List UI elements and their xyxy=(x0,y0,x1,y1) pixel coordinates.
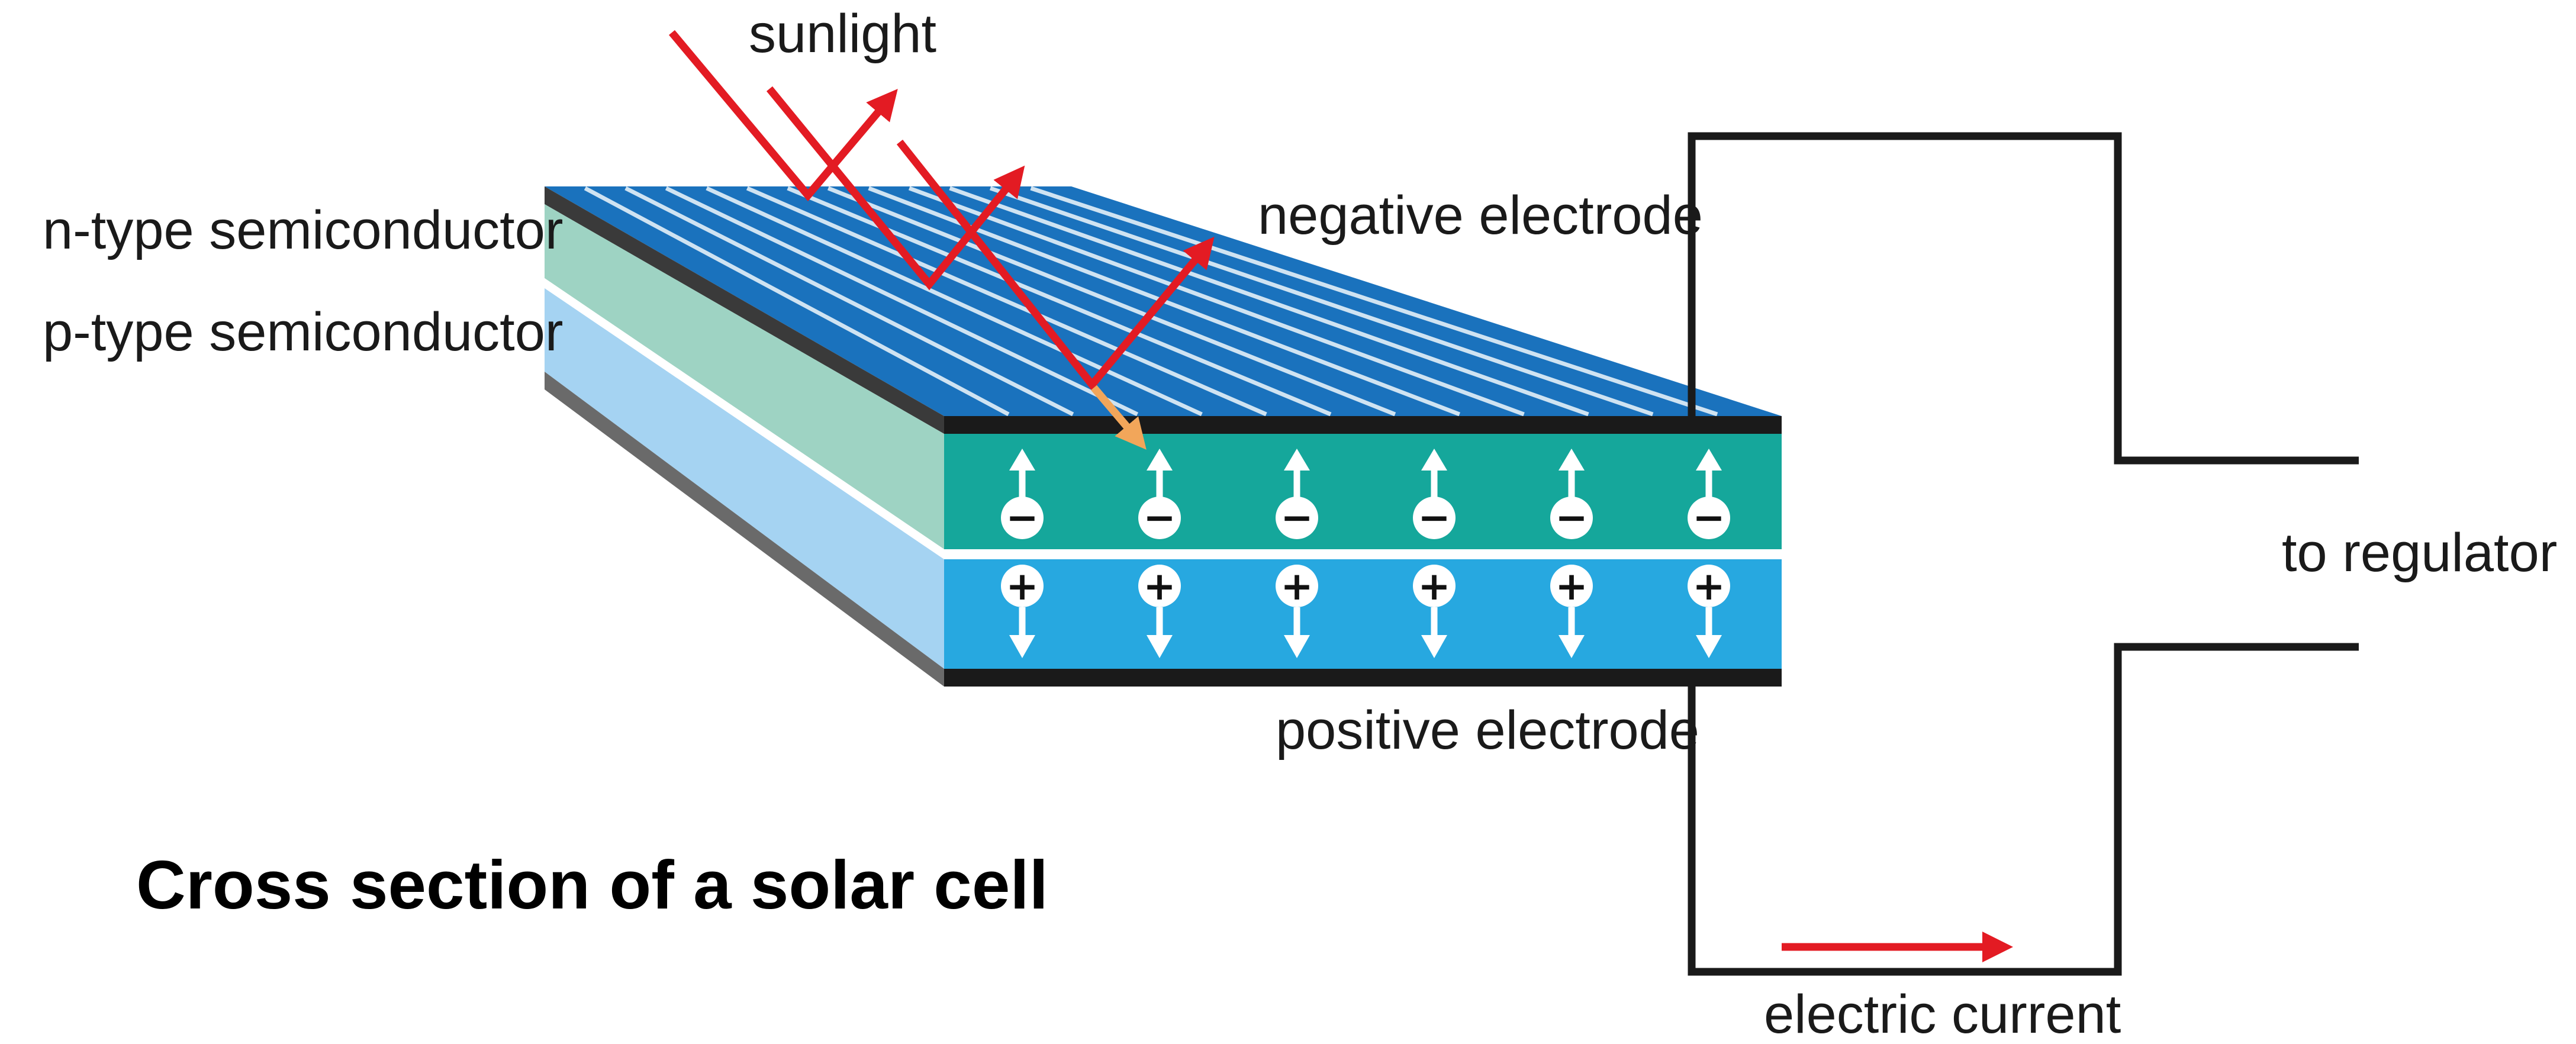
electron-symbol: − xyxy=(1418,495,1450,540)
layer-separator xyxy=(944,549,1782,559)
p-layer-side xyxy=(545,288,944,669)
positive-electrode-bar xyxy=(944,669,1782,687)
grid-line xyxy=(706,186,1203,417)
sunlight-ray-1 xyxy=(669,30,898,202)
electron-arrow-head xyxy=(1009,449,1035,471)
hole-symbol: + xyxy=(1555,563,1588,609)
electron-symbol: − xyxy=(1692,495,1725,540)
sunlight-ray-2 xyxy=(766,86,1025,291)
hole-arrow-head xyxy=(1421,635,1447,658)
negative-electrode-bar xyxy=(944,416,1782,434)
electron-circle xyxy=(1688,497,1730,539)
diagram-title: Cross section of a solar cell xyxy=(136,846,1048,923)
hole-symbol: + xyxy=(1006,563,1038,609)
hole-circle xyxy=(1138,565,1181,607)
electron-circle xyxy=(1550,497,1593,539)
electron-symbol: − xyxy=(1006,495,1038,540)
hole-circle xyxy=(1550,565,1593,607)
electron-arrow-head xyxy=(1421,449,1447,471)
electron-arrow-head xyxy=(1147,449,1173,471)
excitation-arrow xyxy=(1091,385,1147,450)
hole-arrow-head xyxy=(1147,635,1173,658)
electron-symbol: − xyxy=(1555,495,1588,540)
to-regulator-label: to regulator xyxy=(2282,523,2557,583)
sunlight-ray-3 xyxy=(896,139,1215,391)
electron-circle xyxy=(1276,497,1318,539)
negative-electrode-label: negative electrode xyxy=(1258,185,1703,246)
p-type-label: p-type semiconductor xyxy=(43,302,564,362)
surface-grid-lines xyxy=(584,186,1718,417)
grid-line xyxy=(624,186,1074,417)
electron-circle xyxy=(1413,497,1456,539)
grid-line xyxy=(908,186,1525,417)
front-face xyxy=(944,416,1782,687)
sunlight-rays xyxy=(669,30,1215,391)
carriers: − + − + − + − + − + − + xyxy=(1001,449,1730,658)
top-edge-side xyxy=(545,186,944,434)
hole-circle xyxy=(1001,565,1044,607)
bottom-edge-side xyxy=(545,372,944,687)
hole-circle xyxy=(1276,565,1318,607)
grid-line xyxy=(989,186,1654,417)
electron-circle xyxy=(1001,497,1044,539)
hole-symbol: + xyxy=(1280,563,1313,609)
circuit-wire-bottom xyxy=(1688,643,2359,976)
sunlight-label: sunlight xyxy=(749,4,936,64)
hole-arrow-head xyxy=(1009,635,1035,658)
hole-arrow-head xyxy=(1559,635,1585,658)
p-layer-front xyxy=(944,559,1782,669)
n-type-label: n-type semiconductor xyxy=(43,200,564,260)
circuit-wire-top xyxy=(1688,132,2359,465)
electron-arrow-head xyxy=(1559,449,1585,471)
positive-electrode-label: positive electrode xyxy=(1276,700,1699,761)
electric-current-label: electric current xyxy=(1764,984,2121,1044)
n-layer-front xyxy=(944,434,1782,549)
electron-arrow-head xyxy=(1284,449,1310,471)
electron-circle xyxy=(1138,497,1181,539)
hole-symbol: + xyxy=(1143,563,1176,609)
hole-arrow-head xyxy=(1284,635,1310,658)
grid-line xyxy=(746,186,1267,417)
grid-line xyxy=(1030,186,1718,417)
layer-separator-side xyxy=(545,278,944,559)
electron-symbol: − xyxy=(1143,495,1176,540)
hole-arrow-head xyxy=(1696,635,1722,658)
grid-line xyxy=(584,186,1010,417)
electron-symbol: − xyxy=(1280,495,1313,540)
electron-arrow-head xyxy=(1696,449,1722,471)
grid-line xyxy=(665,186,1139,417)
hole-symbol: + xyxy=(1418,563,1450,609)
hole-circle xyxy=(1688,565,1730,607)
hole-symbol: + xyxy=(1692,563,1725,609)
grid-line xyxy=(827,186,1396,417)
circuit xyxy=(1688,132,2359,976)
n-layer-side xyxy=(545,204,944,549)
hole-circle xyxy=(1413,565,1456,607)
side-faces xyxy=(545,186,944,687)
grid-line xyxy=(949,186,1589,417)
